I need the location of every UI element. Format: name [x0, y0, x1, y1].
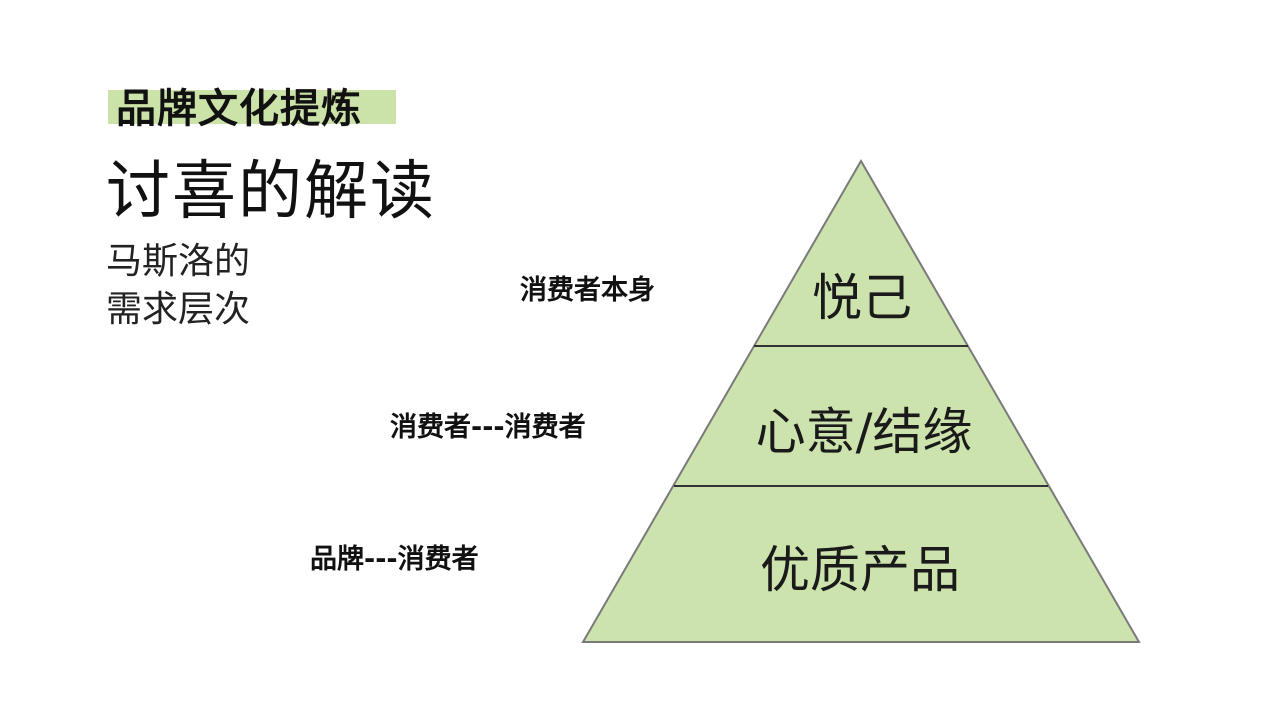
title-highlight-bar	[108, 90, 396, 124]
pyramid-shape	[581, 159, 1141, 643]
tier-label-middle: 心意/结缘	[755, 403, 973, 461]
section-kicker: 品牌文化提炼	[116, 86, 362, 132]
side-label-bottom: 品牌---消费者	[310, 544, 479, 575]
subtitle-line-1: 马斯洛的	[106, 241, 251, 282]
page-title: 讨喜的解读	[106, 155, 436, 229]
side-label-middle: 消费者---消费者	[390, 412, 586, 443]
side-label-top: 消费者本身	[520, 275, 655, 306]
tier-label-top: 悦己	[812, 269, 912, 327]
tier-label-bottom: 优质产品	[760, 541, 960, 599]
subtitle-line-2: 需求层次	[106, 289, 251, 330]
subtitle: 马斯洛的 需求层次	[106, 238, 250, 334]
